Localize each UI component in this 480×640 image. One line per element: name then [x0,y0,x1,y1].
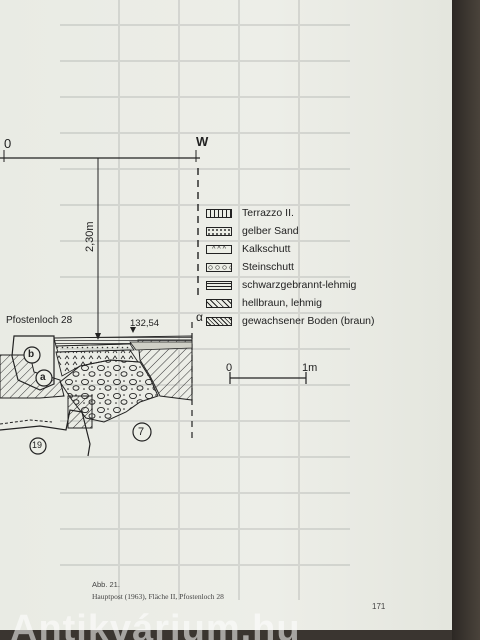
legend-item-kalk: ^ ^ ^ Kalkschutt [206,242,290,256]
circle-19 [29,437,47,455]
legend-item-schwarz: schwarzgebrannt-lehmig [206,278,356,292]
legend-item-terrazzo: Terrazzo II. [206,206,294,220]
schwarz-swatch-icon [206,280,232,290]
legend-item-stein: Steinschutt [206,260,294,274]
circle-b-label: b [28,349,35,360]
circle-a [35,369,53,387]
depth-arrow-icon [95,333,101,340]
stein-swatch-icon [206,262,232,272]
show-through-texture [60,0,350,600]
scale-end-label: 1m [302,362,318,374]
circle-19-label: 19 [32,440,43,450]
lower-pit-outline [0,409,91,457]
layer-gelber-sand [55,343,135,353]
layer-19-boundary [0,419,53,425]
layer-hellbraun [129,341,193,351]
legend-label: gewachsener Boden (braun) [242,315,375,327]
compass-west: W [196,134,209,149]
posthole-outline [11,335,55,391]
legend-item-hellbraun: hellbraun, lehmig [206,296,322,310]
watermark: Antikvárium.hu [10,608,301,640]
caption-text: Hauptpost (1963), Fläche II, Pfostenloch… [92,592,224,601]
boden-swatch-icon [206,316,232,326]
caption-figure-number: Abb. 21. [92,580,120,589]
elevation-label: 132,54 [130,318,160,329]
legend-label: Steinschutt [242,261,294,273]
page-edge [452,0,480,640]
sand-swatch-icon [206,226,232,236]
scale-start-label: 0 [226,362,233,374]
legend-label: gelber Sand [242,225,299,237]
elevation-marker-icon [130,327,136,333]
circle-7-label: 7 [138,426,145,438]
circle-7 [132,422,152,442]
circle-a-label: a [40,372,46,383]
compass-zero: 0 [4,136,12,151]
marker-alpha: α [196,310,203,324]
legend-item-sand: gelber Sand [206,224,299,238]
kalk-swatch-icon: ^ ^ ^ [206,244,232,254]
legend-label: Kalkschutt [242,243,291,255]
terrazzo-swatch-icon [206,208,232,218]
posthole-label: Pfostenloch 28 [6,315,73,326]
depth-label: 2,30m [84,221,96,252]
circle-b [23,346,41,364]
legend-label: Terrazzo II. [242,207,294,219]
hellbraun-swatch-icon [206,298,232,308]
page-number: 171 [372,602,386,611]
legend-item-boden: gewachsener Boden (braun) [206,314,375,328]
legend-label: schwarzgebrannt-lehmig [242,279,357,291]
legend-label: hellbraun, lehmig [242,297,322,309]
page [0,0,452,630]
